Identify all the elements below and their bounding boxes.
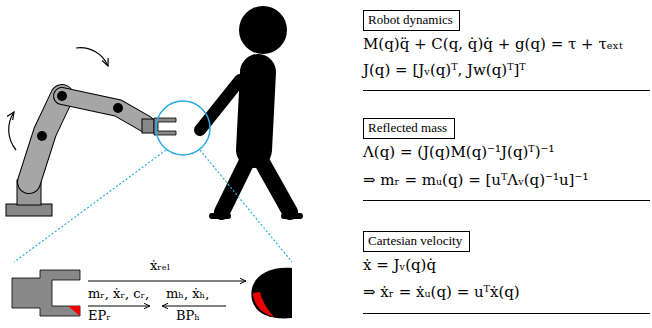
robot-arm <box>6 48 176 216</box>
symbol-label: mₕ, ẋₕ, <box>166 287 209 302</box>
section-rules <box>363 91 650 314</box>
symbol-label: mᵣ, ẋᵣ, cᵣ, <box>88 287 149 302</box>
equation: Λ(q) = (J(q)M(q)⁻¹J(q)ᵀ)⁻¹ <box>363 144 554 161</box>
zoomed-hand <box>251 268 292 319</box>
section-heading-box: Robot dynamics <box>363 10 460 31</box>
equation: ⇒ mᵣ = mᵤ(q) = [uᵀΛᵥ(q)⁻¹u]⁻¹ <box>363 172 588 189</box>
symbol-label: ẋᵣₑₗ <box>150 259 170 274</box>
human-figure <box>200 6 300 216</box>
symbol-label: BPₕ <box>176 309 200 324</box>
heading-text: Cartesian velocity <box>368 233 462 248</box>
section-heading-box: Reflected mass <box>363 118 455 139</box>
zoom-callout <box>14 101 292 262</box>
symbol-label: EPᵣ <box>88 309 111 324</box>
equation: J(q) = [Jᵥ(q)ᵀ, Jw(q)ᵀ]ᵀ <box>363 62 526 79</box>
velocity-arrows <box>88 281 246 306</box>
section-heading-box: Cartesian velocity <box>363 231 470 252</box>
equation: ẋ = Jᵥ(q)q̇ <box>363 257 436 274</box>
equation: M(q)q̈ + C(q, q̇)q̇ + g(q) = τ + τₑₓₜ <box>363 36 623 53</box>
zoomed-gripper <box>12 270 80 316</box>
heading-text: Reflected mass <box>368 120 447 135</box>
heading-text: Robot dynamics <box>368 12 453 27</box>
equation: ⇒ ẋᵣ = ẋᵤ(q) = uᵀẋ(q) <box>363 284 520 301</box>
